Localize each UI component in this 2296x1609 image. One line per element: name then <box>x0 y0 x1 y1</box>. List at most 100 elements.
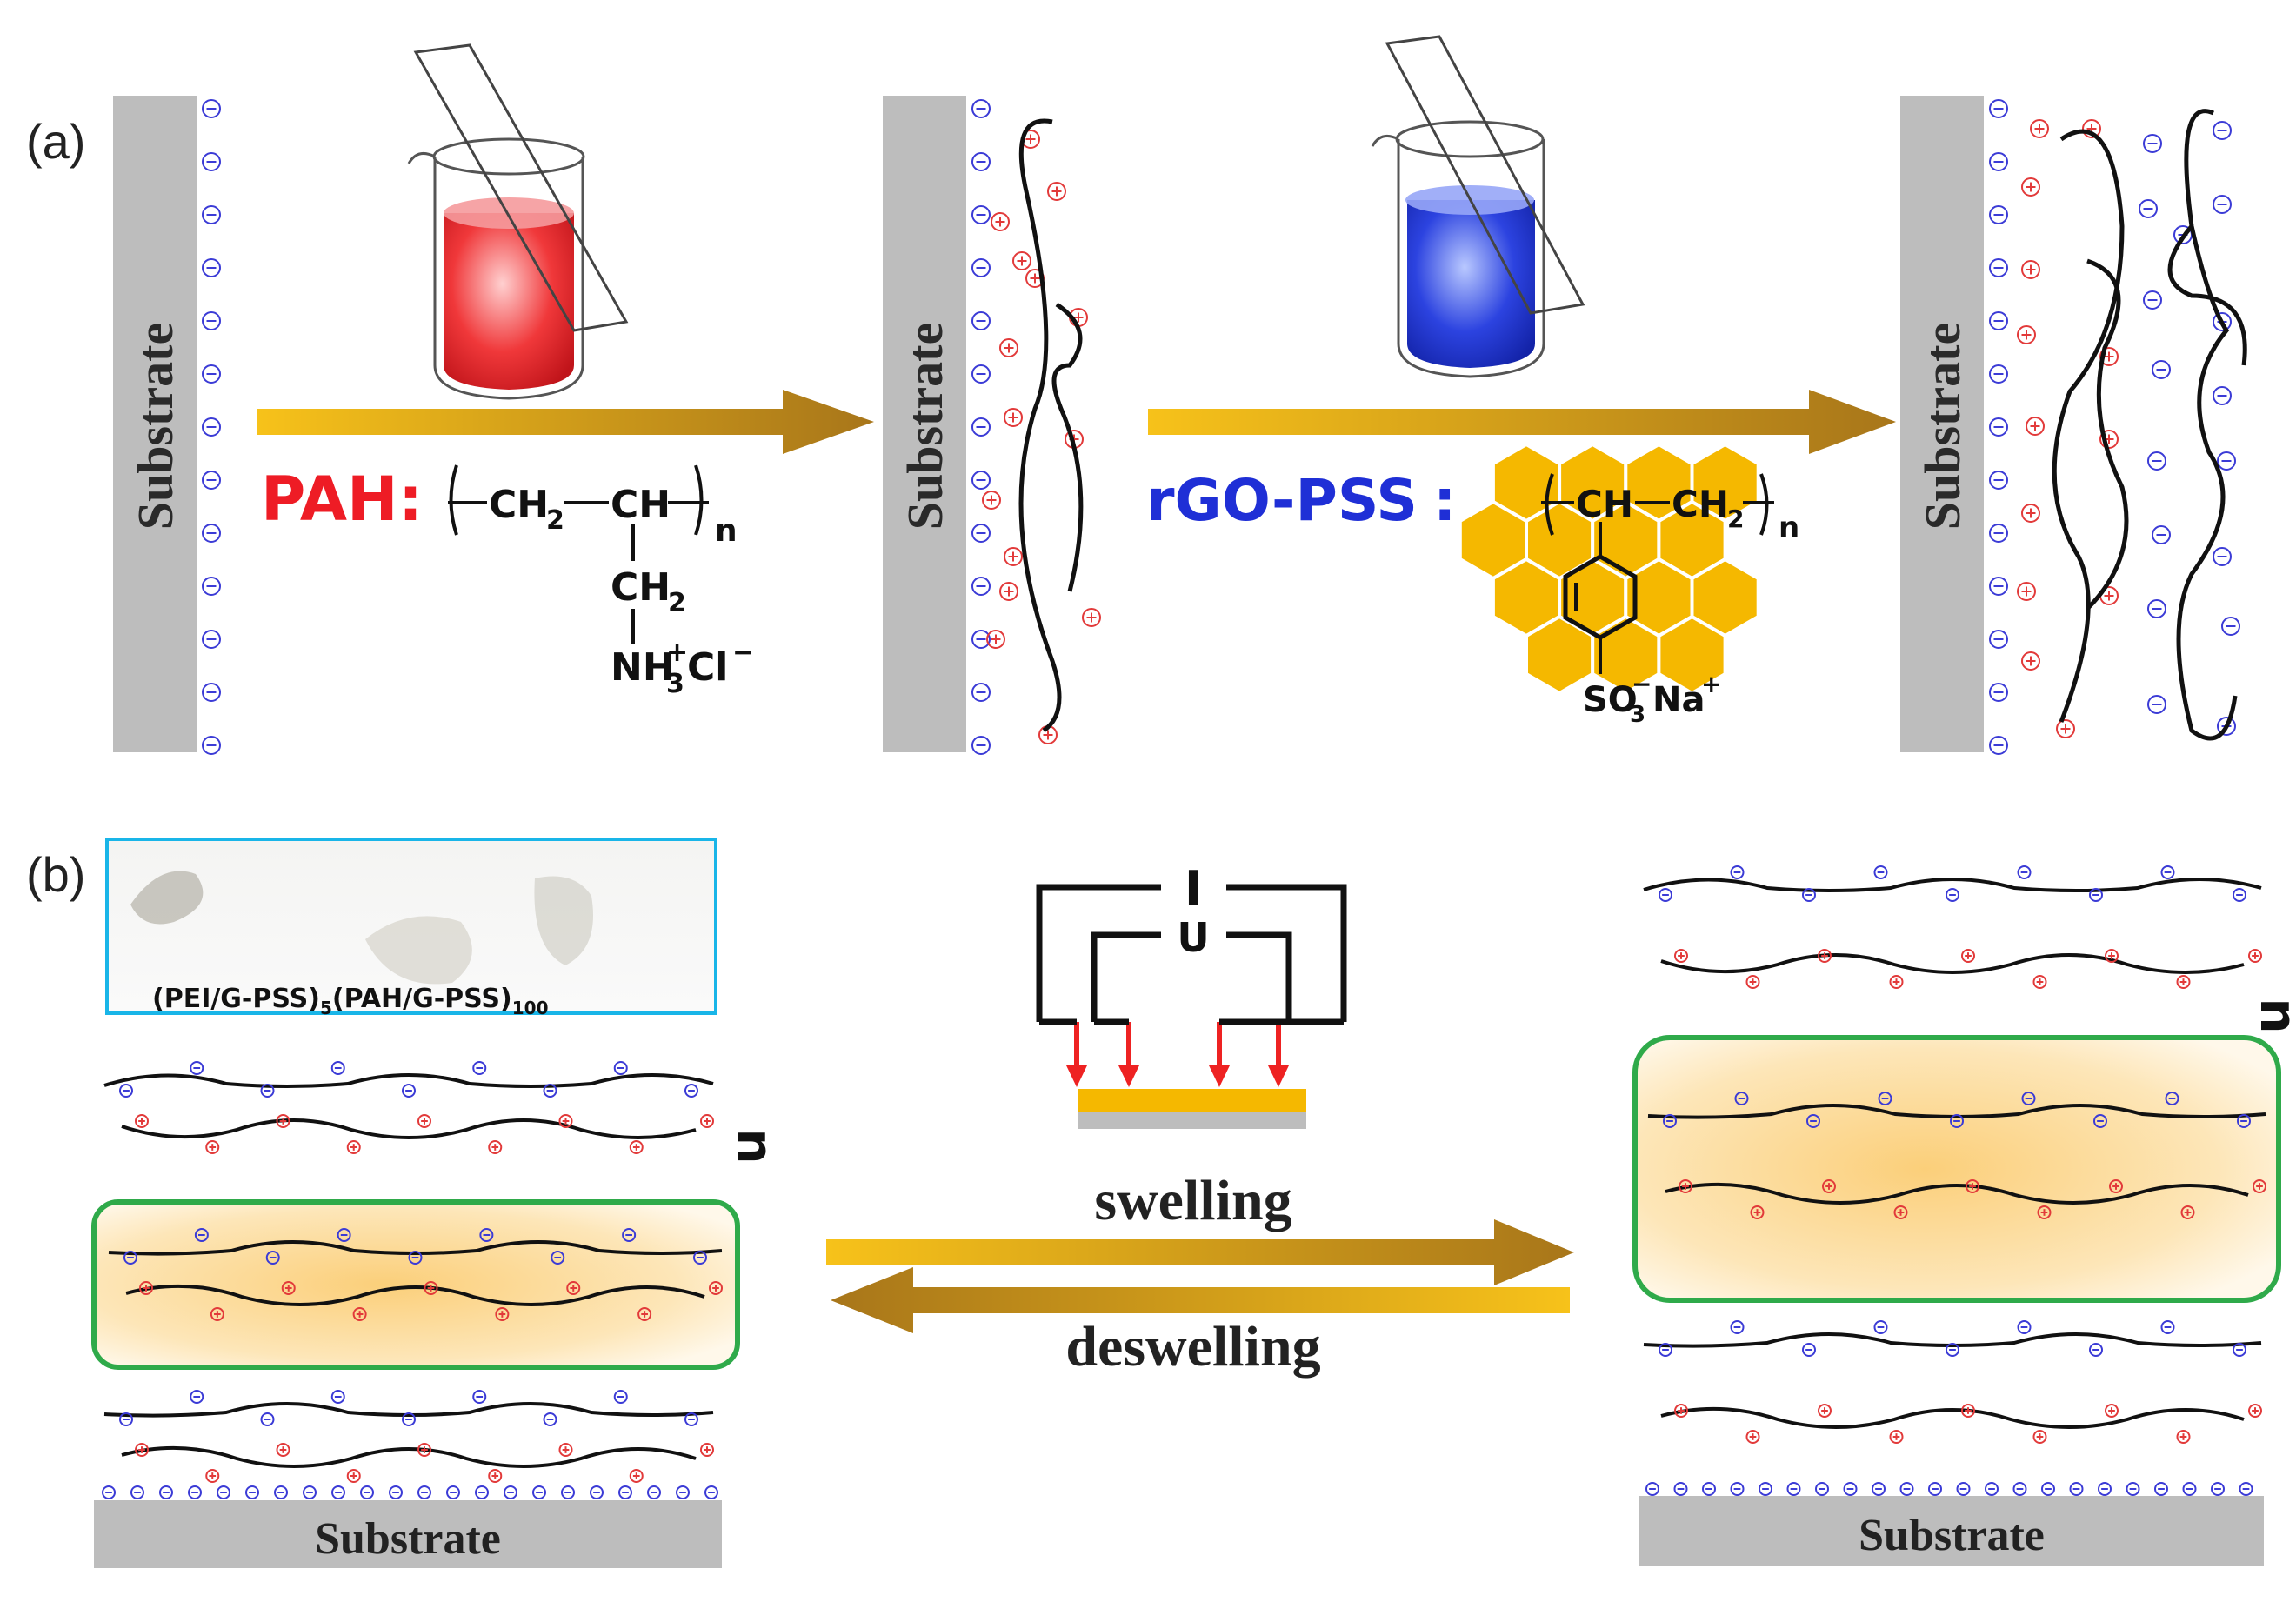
negative-charge-icon <box>2239 1482 2253 1496</box>
graphene-hexagon <box>1657 614 1727 696</box>
negative-charge-icon <box>274 1485 288 1499</box>
positive-charge-icon <box>709 1281 723 1295</box>
repeat-n-left: n <box>725 1128 784 1164</box>
positive-charge-icon <box>2032 975 2047 989</box>
pss-so3-sub: 3 <box>1630 702 1645 728</box>
negative-charge-icon <box>2126 1482 2140 1496</box>
polymer-chain-negative <box>1643 878 2262 892</box>
positive-charge-icon <box>417 1443 431 1457</box>
positive-charge-icon <box>2017 325 2036 344</box>
negative-charge-icon <box>188 1485 202 1499</box>
positive-charge-icon <box>566 1281 581 1295</box>
pah-ch2: CH <box>489 483 549 527</box>
negative-charge-icon <box>2089 888 2103 902</box>
positive-charge-icon <box>2021 504 2040 523</box>
substrate-label-right: Substrate <box>1859 1511 2045 1560</box>
pss-so3: SO <box>1583 680 1638 720</box>
positive-charge-icon <box>1674 1404 1688 1418</box>
negative-charge-icon <box>1989 205 2008 224</box>
negative-charge-icon <box>618 1485 632 1499</box>
pah-chain-3b <box>2086 258 2129 611</box>
negative-charge-icon <box>2233 1343 2246 1357</box>
negative-charge-icon <box>1759 1482 1772 1496</box>
negative-charge-icon <box>2211 1482 2225 1496</box>
negative-charge-icon <box>2217 451 2236 471</box>
positive-charge-icon <box>1961 1404 1975 1418</box>
negative-charge-icon <box>202 205 221 224</box>
negative-charge-icon <box>472 1390 487 1404</box>
positive-charge-icon <box>2248 949 2262 963</box>
negative-charge-icon <box>971 364 991 384</box>
positive-charge-icon <box>2180 1205 2195 1219</box>
negative-charge-icon <box>202 524 221 543</box>
negative-charge-icon <box>102 1485 116 1499</box>
negative-charge-icon <box>2012 1482 2027 1496</box>
negative-charge-icon <box>159 1485 173 1499</box>
negative-charge-icon <box>1702 1482 1716 1496</box>
negative-charge-icon <box>217 1485 230 1499</box>
panel-a-label: (a) <box>26 114 85 169</box>
negative-charge-icon <box>2213 547 2232 566</box>
polymer-chain-negative <box>1647 1104 2266 1119</box>
negative-charge-icon <box>2233 888 2246 902</box>
negative-charge-icon <box>119 1412 133 1426</box>
pss-structure: CH CH 2 n SO 3 − Na + <box>1541 473 1799 728</box>
negative-charge-icon <box>613 1061 628 1075</box>
positive-charge-icon <box>276 1114 290 1128</box>
negative-charge-icon <box>2152 525 2171 544</box>
negative-charge-icon <box>2147 599 2166 618</box>
negative-charge-icon <box>2017 865 2032 879</box>
negative-charge-icon <box>1989 311 2008 330</box>
negative-charge-icon <box>202 364 221 384</box>
positive-charge-icon <box>1818 949 1832 963</box>
negative-charge-icon <box>330 1061 345 1075</box>
positive-charge-icon <box>2109 1179 2123 1193</box>
negative-charge-icon <box>1946 888 1959 902</box>
negative-charge-icon <box>2017 1320 2032 1334</box>
negative-charge-icon <box>2139 199 2158 218</box>
negative-charge-icon <box>1985 1482 1999 1496</box>
pah-side-cl: Cl <box>687 645 728 690</box>
negative-charge-icon <box>684 1084 698 1098</box>
negative-charge-icon <box>676 1485 690 1499</box>
negative-charge-icon <box>1989 364 2008 384</box>
negative-charge-icon <box>590 1485 604 1499</box>
negative-charge-icon <box>190 1061 204 1075</box>
pss-ch2-sub: 2 <box>1727 504 1744 533</box>
negative-charge-icon <box>1989 630 2008 649</box>
negative-charge-icon <box>245 1485 259 1499</box>
negative-charge-icon <box>337 1228 351 1242</box>
negative-charge-icon <box>1645 1482 1659 1496</box>
four-probe-circuit: I U <box>1036 861 1347 1129</box>
negative-charge-icon <box>1659 1343 1672 1357</box>
positive-charge-icon <box>2056 719 2075 738</box>
negative-charge-icon <box>202 471 221 490</box>
positive-charge-icon <box>281 1281 296 1295</box>
negative-charge-icon <box>1989 417 2008 437</box>
positive-charge-icon <box>488 1140 503 1154</box>
negative-charge-icon <box>693 1251 707 1265</box>
positive-charge-icon <box>637 1307 652 1321</box>
pah-structure: CH 2 CH n CH 2 NH 3 + Cl − <box>448 464 754 699</box>
negative-charge-icon <box>1989 736 2008 755</box>
negative-charge-icon <box>622 1228 637 1242</box>
positive-charge-icon <box>424 1281 438 1295</box>
negative-charge-icon <box>543 1084 557 1098</box>
positive-charge-icon <box>999 582 1018 601</box>
negative-charge-icon <box>613 1390 628 1404</box>
pah-ch: CH <box>611 483 671 527</box>
negative-charge-icon <box>504 1485 517 1499</box>
negative-charge-icon <box>202 99 221 118</box>
pah-label: PAH <box>261 464 398 535</box>
positive-charge-icon <box>2105 1404 2119 1418</box>
negative-charge-icon <box>1802 888 1816 902</box>
negative-charge-icon <box>1989 577 2008 596</box>
polymer-chain-positive <box>1665 1182 2249 1205</box>
negative-charge-icon <box>194 1228 209 1242</box>
photo-caption: (PEI/G-PSS)5(PAH/G-PSS)100 <box>152 984 549 1018</box>
positive-charge-icon <box>558 1443 573 1457</box>
substrate-label-1: Substrate <box>127 323 184 530</box>
substrate-label-left: Substrate <box>315 1514 501 1564</box>
repeat-unit-left <box>108 1228 723 1321</box>
